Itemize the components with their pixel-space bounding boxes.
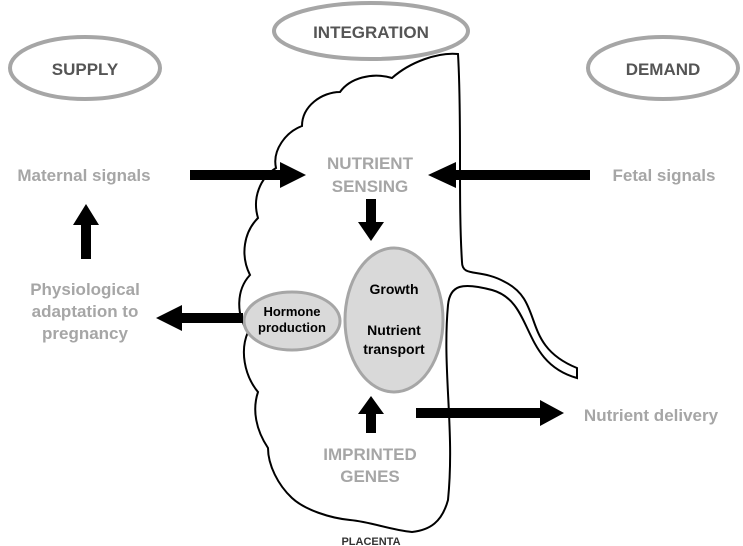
arrow-maternal-to-sensing [190, 162, 306, 188]
adaptation-label-line2: adaptation to [32, 302, 139, 321]
transport-label-line1: Nutrient [367, 322, 421, 338]
imprinted-genes-line1: IMPRINTED [323, 445, 417, 464]
arrow-hormone-to-adaptation [156, 305, 243, 331]
integration-label: INTEGRATION [313, 23, 429, 42]
nutrient-delivery-label: Nutrient delivery [584, 406, 719, 425]
arrow-to-nutrient-delivery [416, 400, 564, 426]
arrow-adaptation-to-maternal [73, 204, 99, 259]
adaptation-label-line1: Physiological [30, 280, 140, 299]
growth-transport-ellipse [343, 246, 445, 394]
arrow-imprinted-to-growth [358, 396, 384, 433]
maternal-signals-label: Maternal signals [17, 166, 150, 185]
demand-ellipse [586, 35, 740, 101]
demand-label: DEMAND [626, 60, 701, 79]
hormone-ellipse [242, 290, 342, 352]
transport-label-line2: transport [363, 341, 425, 357]
supply-label: SUPPLY [52, 60, 119, 79]
placenta-label: PLACENTA [341, 536, 400, 546]
hormone-label-line1: Hormone [263, 304, 320, 319]
supply-ellipse [8, 35, 162, 101]
imprinted-genes-line2: GENES [340, 467, 400, 486]
placenta-outline [238, 52, 578, 534]
adaptation-label-line3: pregnancy [42, 324, 129, 343]
arrow-sensing-to-growth [358, 199, 384, 241]
fetal-signals-label: Fetal signals [613, 166, 716, 185]
nutrient-sensing-line1: NUTRIENT [327, 154, 414, 173]
nutrient-sensing-line2: SENSING [332, 177, 409, 196]
hormone-label-line2: production [258, 320, 326, 335]
growth-label: Growth [370, 281, 419, 297]
arrow-fetal-to-sensing [428, 162, 590, 188]
integration-ellipse [272, 1, 470, 61]
